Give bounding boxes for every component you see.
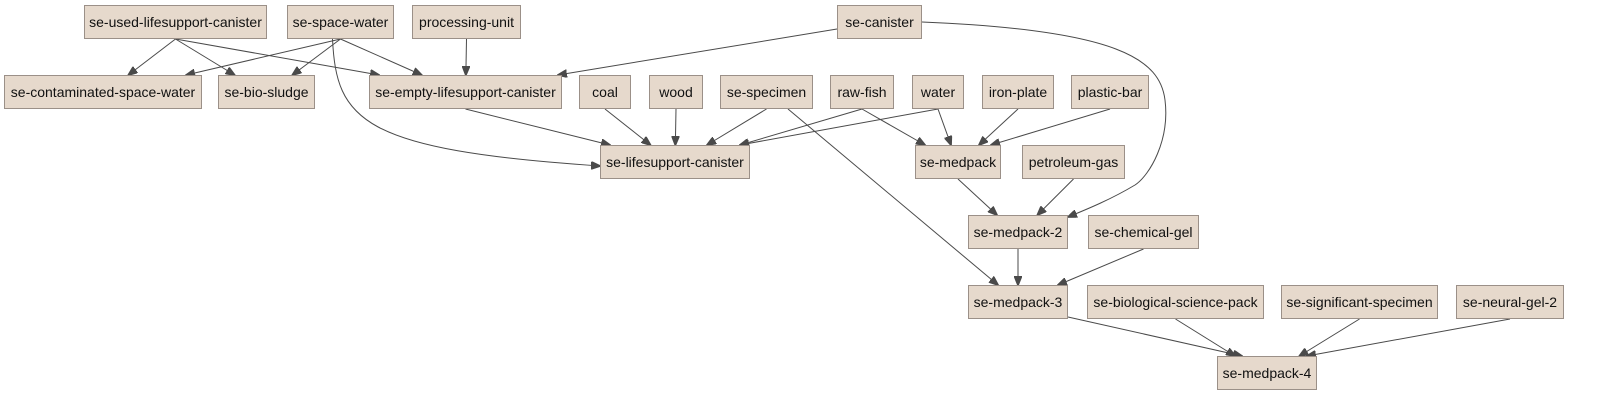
edge-space_water-to-empty_canister: [340, 38, 422, 75]
edge-chemical_gel-to-medpack3: [1058, 248, 1144, 285]
node-wood[interactable]: wood: [649, 75, 703, 109]
edge-space_water-to-lifesupport_canister: [332, 38, 601, 166]
edge-used_canister-to-contaminated_water: [128, 38, 176, 75]
edge-bio_science_pack-to-medpack4: [1175, 318, 1235, 356]
edge-iron_plate-to-medpack: [979, 108, 1019, 145]
edge-canister-to-empty_canister: [558, 28, 838, 75]
edge-petroleum_gas-to-medpack2: [1037, 178, 1074, 215]
node-se-biological-science-pack[interactable]: se-biological-science-pack: [1087, 285, 1264, 319]
node-water[interactable]: water: [912, 75, 964, 109]
node-se-medpack[interactable]: se-medpack: [915, 145, 1001, 179]
edge-empty_canister-to-lifesupport_canister: [465, 108, 611, 145]
node-se-neural-gel-2[interactable]: se-neural-gel-2: [1456, 285, 1564, 319]
node-se-canister[interactable]: se-canister: [837, 5, 922, 39]
node-se-medpack-4[interactable]: se-medpack-4: [1217, 356, 1317, 390]
node-processing-unit[interactable]: processing-unit: [412, 5, 521, 39]
node-se-used-lifesupport-canister[interactable]: se-used-lifesupport-canister: [84, 5, 267, 39]
edge-space_water-to-contaminated_water: [186, 38, 341, 75]
node-plastic-bar[interactable]: plastic-bar: [1071, 75, 1149, 109]
edge-raw_fish-to-medpack: [861, 108, 925, 145]
node-se-bio-sludge[interactable]: se-bio-sludge: [218, 75, 315, 109]
node-se-significant-specimen[interactable]: se-significant-specimen: [1281, 285, 1438, 319]
node-iron-plate[interactable]: iron-plate: [982, 75, 1054, 109]
node-raw-fish[interactable]: raw-fish: [830, 75, 894, 109]
edge-water-to-medpack: [937, 108, 951, 145]
edge-coal-to-lifesupport_canister: [604, 108, 651, 145]
edge-used_canister-to-empty_canister: [175, 38, 380, 75]
node-se-medpack-3[interactable]: se-medpack-3: [968, 285, 1068, 319]
node-se-specimen[interactable]: se-specimen: [720, 75, 813, 109]
node-se-chemical-gel[interactable]: se-chemical-gel: [1088, 215, 1199, 249]
edge-significant_specimen-to-medpack4: [1299, 318, 1360, 356]
edge-canister-to-medpack2: [921, 21, 1167, 217]
edge-specimen-to-medpack3: [787, 108, 998, 285]
edge-neural_gel2-to-medpack4: [1307, 318, 1511, 356]
edge-wood-to-lifesupport_canister: [675, 108, 676, 145]
node-se-medpack-2[interactable]: se-medpack-2: [968, 215, 1068, 249]
edge-medpack-to-medpack2: [957, 178, 997, 215]
edge-plastic_bar-to-medpack: [991, 108, 1111, 145]
edge-used_canister-to-bio_sludge: [175, 38, 235, 75]
node-coal[interactable]: coal: [579, 75, 631, 109]
node-petroleum-gas[interactable]: petroleum-gas: [1022, 145, 1125, 179]
edge-raw_fish-to-lifesupport_canister: [740, 108, 863, 145]
edge-water-to-lifesupport_canister: [740, 108, 939, 145]
node-se-lifesupport-canister[interactable]: se-lifesupport-canister: [600, 145, 750, 179]
edge-processing_unit-to-empty_canister: [466, 38, 467, 75]
node-se-empty-lifesupport-canister[interactable]: se-empty-lifesupport-canister: [369, 75, 562, 109]
edge-specimen-to-lifesupport_canister: [707, 108, 767, 145]
node-se-contaminated-space-water[interactable]: se-contaminated-space-water: [4, 75, 202, 109]
edge-medpack3-to-medpack4: [1067, 316, 1242, 356]
node-se-space-water[interactable]: se-space-water: [287, 5, 394, 39]
